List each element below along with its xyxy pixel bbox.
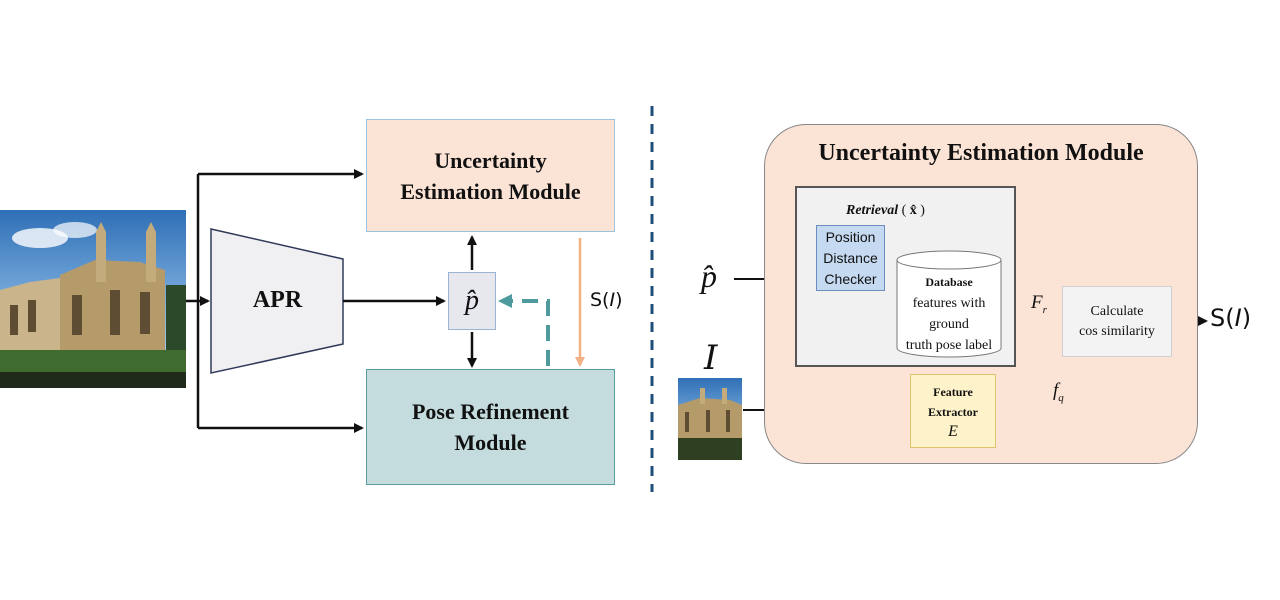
pose-estimate-symbol: p̂ [465,285,479,316]
retrieval-close: ) [916,203,925,218]
left-connectors [186,169,477,433]
query-features-label: fq [1053,380,1064,404]
uncertainty-module-panel-title: Uncertainty Estimation Module [818,140,1144,166]
database-title: Database [925,275,973,289]
database-label: Database features with ground truth pose… [896,272,1002,356]
feature-extractor-box: Feature Extractor E [910,374,996,448]
score-label-left: S(I) [590,289,623,311]
checker-line3: Checker [824,270,877,287]
pose-refinement-line2: Module [454,430,527,455]
retrieval-word: Retrieval [846,203,899,218]
input-image-left [0,210,186,388]
score-prefix: S( [590,289,610,311]
input-image-right [678,378,742,460]
retrieval-open: ( [898,203,910,218]
apr-encoder-shape [210,228,344,374]
database-cylinder [896,250,1002,358]
score-suffix: ) [615,289,623,311]
apr-label: APR [252,287,303,313]
position-distance-checker-box: Position Distance Checker [816,225,885,291]
out-prefix: S( [1210,304,1235,332]
out-var: I [1234,304,1242,332]
refinement-feedback-arrow [498,294,550,366]
checker-line2: Distance [823,249,878,266]
fr-sub: r [1042,303,1047,316]
retrieved-features-label: Fr [1031,292,1047,316]
database-line4: truth pose label [905,338,993,353]
pose-refinement-module-box: Pose Refinement Module [366,369,615,485]
score-output-label: S(I) [1210,304,1251,332]
checker-line1: Position [825,228,876,245]
retrieval-label: Retrieval ( x̂ ) [846,203,925,219]
extractor-line1: Feature [933,384,973,399]
calculate-line1: Calculate [1090,303,1144,319]
image-input-symbol: I [704,338,718,378]
extractor-symbol: E [948,422,958,440]
uncertainty-module-line1: Uncertainty [434,147,547,173]
fq-sub: q [1058,391,1064,404]
uncertainty-module-line2: Estimation Module [400,178,581,204]
calculate-cos-similarity-box: Calculate cos similarity [1062,286,1172,357]
uncertainty-estimation-module-box: Uncertainty Estimation Module [366,119,615,232]
database-line3: ground [929,317,969,332]
fr-base: F [1031,292,1043,313]
database-line2: features with [912,296,986,311]
pose-refinement-line1: Pose Refinement [411,399,569,424]
fq-base: f [1053,380,1059,401]
extractor-line2: Extractor [928,404,978,419]
retrieval-symbol: x̂ [909,203,917,218]
score-var: I [609,289,616,311]
out-suffix: ) [1241,304,1252,332]
calculate-line2: cos similarity [1079,323,1155,339]
pose-estimate-node: p̂ [448,272,496,330]
pose-input-symbol: p̂ [701,258,717,294]
